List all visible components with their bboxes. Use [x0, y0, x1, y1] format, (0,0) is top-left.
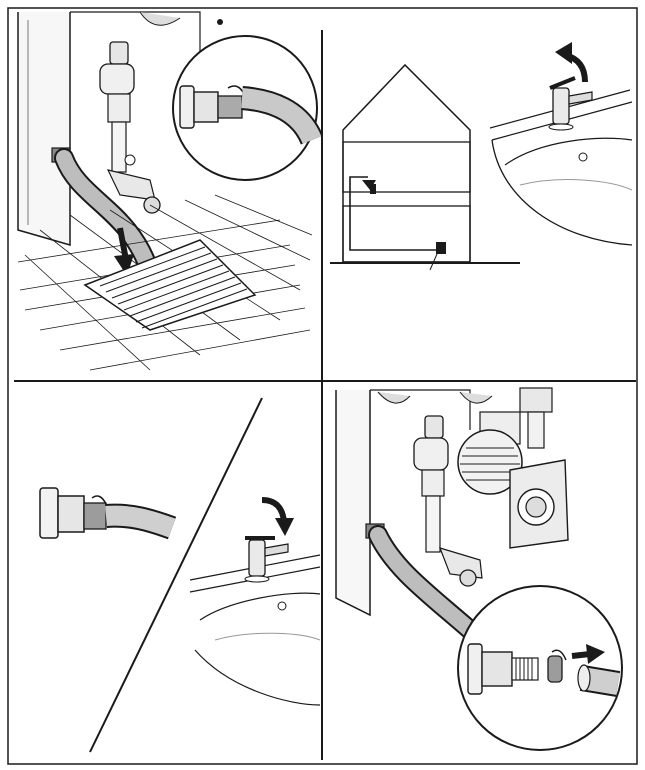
mixer-tap-closed: [248, 539, 266, 577]
drain-valve: [106, 169, 156, 201]
circulation-pump: [457, 429, 523, 495]
mixer-tap: [552, 87, 570, 125]
wash-basin: [491, 139, 633, 246]
relief-valve-cap: [109, 41, 129, 65]
hose-clamp-removed: [547, 655, 563, 683]
panel-remove-drain-hose: [335, 387, 623, 751]
house-outline: [342, 63, 471, 263]
floor-tiles: [17, 194, 313, 371]
hose-connector: [39, 487, 59, 539]
relief-valve-cap-2: [424, 415, 444, 439]
boiler-icon: [436, 242, 446, 254]
diagonal-divider: [89, 397, 263, 753]
detail-zoom-circle-2: [457, 585, 623, 751]
down-arrow-icon: [117, 227, 129, 261]
panel-drain-hose-to-floor-drain: [17, 11, 324, 371]
hose-clamp: [217, 95, 243, 119]
pull-arrow-icon: [571, 651, 591, 659]
wash-basin-2: [194, 649, 321, 706]
house-pipe: [349, 176, 437, 251]
panel-open-highest-tap: [330, 42, 633, 271]
panel-detach-hose-close-tap: [39, 397, 321, 753]
hose-clamp-detached: [83, 502, 107, 530]
figure-border: [7, 7, 638, 765]
